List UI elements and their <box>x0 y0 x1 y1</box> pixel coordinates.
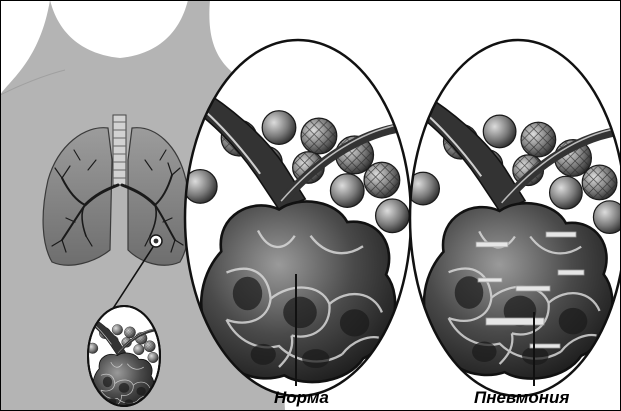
label-normal: Норма <box>274 388 329 408</box>
label-pneumonia: Пневмония <box>474 388 569 408</box>
pneumonia-alveoli-oval <box>407 40 621 396</box>
normal-alveoli-oval <box>183 40 411 396</box>
